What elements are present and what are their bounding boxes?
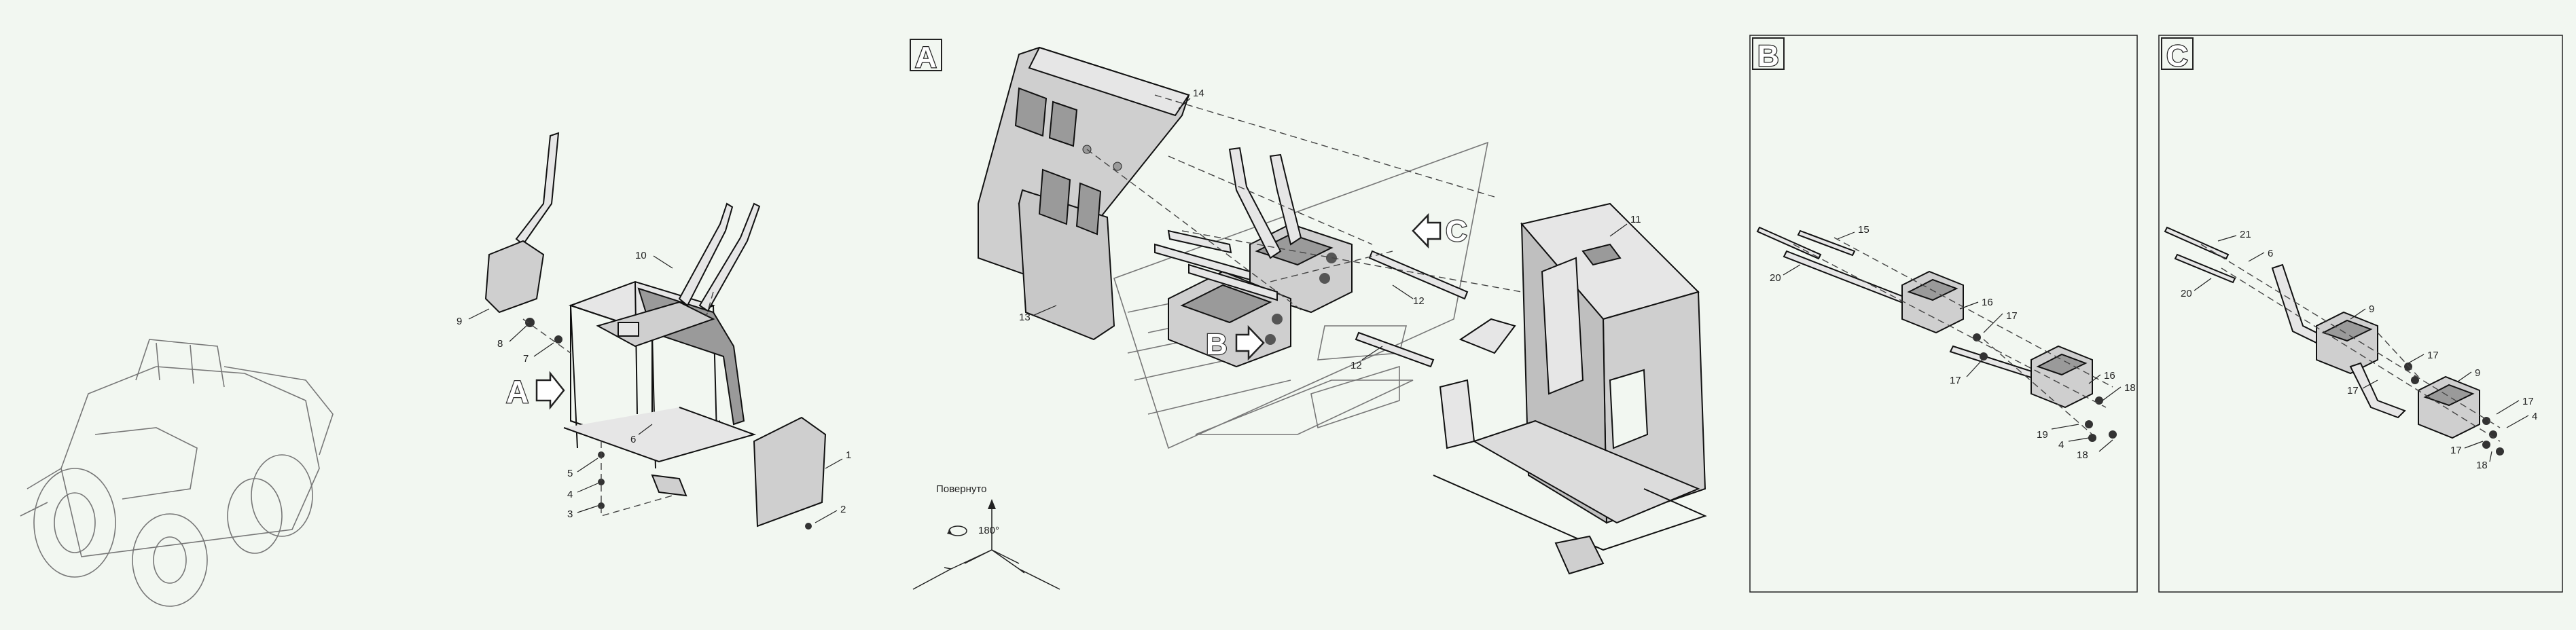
arrow-c-label: C <box>1446 215 1467 248</box>
callout-16b: 16 <box>2104 370 2115 382</box>
view-a: A B C <box>910 39 1707 590</box>
callout-5: 5 <box>567 468 573 479</box>
callout-19: 19 <box>2037 429 2048 441</box>
view-c: C <box>2158 35 2563 593</box>
view-c-callouts: 21 6 20 9 17 17 9 17 4 17 18 <box>2181 229 2537 471</box>
view-b-callouts: 15 20 16 17 17 16 18 19 4 18 <box>1770 224 2136 461</box>
arrow-b-label: B <box>1206 328 1228 361</box>
callout-17c-c: 17 <box>2522 396 2534 407</box>
callout-17c-a: 17 <box>2427 350 2439 361</box>
callout-20: 20 <box>1770 272 1781 284</box>
callout-20c: 20 <box>2181 288 2192 299</box>
callout-10: 10 <box>635 250 647 261</box>
callout-4c: 4 <box>2532 411 2537 422</box>
rotation-label: Повернуто <box>936 483 986 495</box>
callout-17c-d: 17 <box>2450 445 2462 456</box>
callout-9a: 9 <box>2369 303 2374 315</box>
callout-21: 21 <box>2240 229 2251 240</box>
callout-4b: 4 <box>2058 439 2064 451</box>
view-b-label: B <box>1757 39 1779 73</box>
callout-6c: 6 <box>2268 248 2273 259</box>
callout-6: 6 <box>630 434 636 445</box>
view-a-callouts: 14 13 11 12 12 <box>1019 88 1641 371</box>
callout-17c-b: 17 <box>2347 385 2359 396</box>
callout-8: 8 <box>497 338 503 350</box>
main-callouts: 1 2 3 4 5 6 7 8 9 10 <box>457 250 851 523</box>
callout-13: 13 <box>1019 312 1031 323</box>
view-a-label: A <box>915 41 937 74</box>
callout-9: 9 <box>457 316 462 327</box>
callout-14: 14 <box>1193 88 1204 99</box>
view-c-label: C <box>2166 39 2188 73</box>
rotation-angle: 180° <box>978 525 999 536</box>
callout-3: 3 <box>567 508 573 520</box>
callout-18c: 18 <box>2476 460 2488 471</box>
callout-2: 2 <box>840 504 846 515</box>
callout-15: 15 <box>1858 224 1870 236</box>
callout-9b: 9 <box>2475 367 2480 379</box>
view-b: B <box>1749 35 2138 593</box>
tractor-illustration <box>20 339 334 607</box>
callout-7: 7 <box>523 353 529 365</box>
callout-12a: 12 <box>1413 295 1425 307</box>
callout-11: 11 <box>1630 214 1641 225</box>
callout-1: 1 <box>846 449 851 461</box>
arrow-a-label: A <box>506 374 529 409</box>
callout-17a: 17 <box>2006 310 2018 322</box>
callout-18a: 18 <box>2124 382 2136 394</box>
main-assembly: A <box>484 132 827 530</box>
callout-4: 4 <box>567 489 573 500</box>
callout-12b: 12 <box>1350 360 1362 371</box>
callout-18b: 18 <box>2077 449 2088 461</box>
callout-16a: 16 <box>1982 297 1993 308</box>
callout-17b: 17 <box>1950 375 1961 386</box>
